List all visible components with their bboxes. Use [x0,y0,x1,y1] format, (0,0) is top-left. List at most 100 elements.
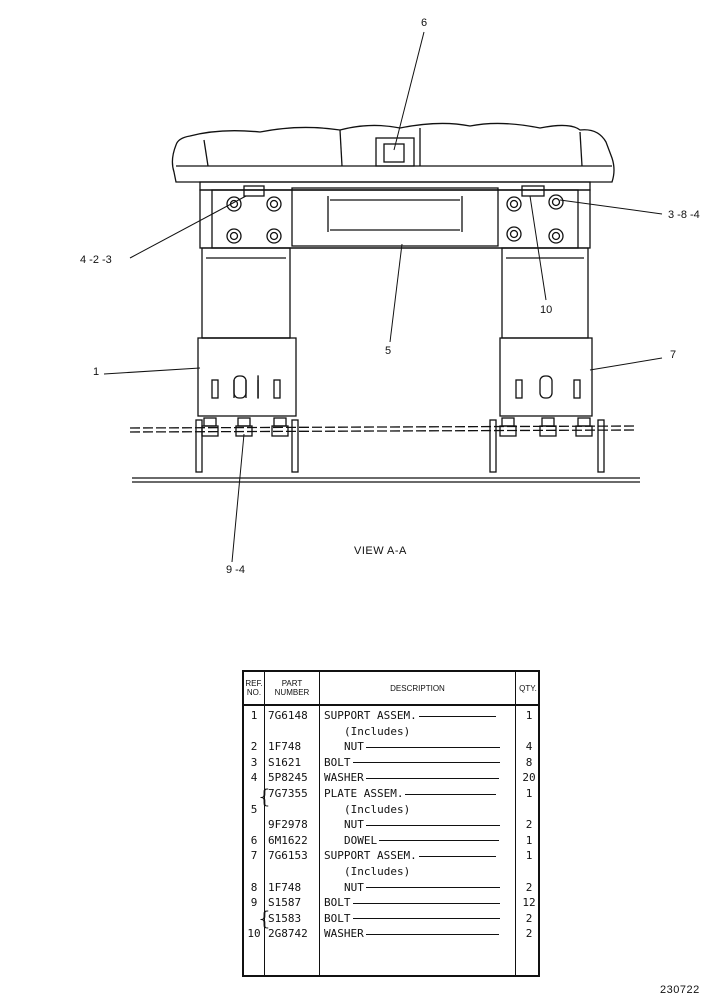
leader-lines [103,31,663,563]
callout-5: 5 [385,345,392,357]
part-number-cell: 1F748 [268,740,302,754]
ref-cell: 3 [250,755,258,769]
right-support-lower [499,337,593,417]
table-row: 3 S1621 BOLT 8 [244,755,538,770]
description-cell: BOLT [324,911,514,926]
description-cell: DOWEL [344,833,534,848]
part-number-cell: S1587 [268,896,302,910]
part-number-cell: S1621 [268,755,302,769]
table-row: 4 5P8245 WASHER 20 [244,770,538,785]
ref-cell: 5 [250,802,258,816]
qty-cell: 20 [522,771,536,785]
ref-cell: 6 [250,833,258,847]
drawing-number: 230722 [660,984,700,996]
ref-cell: 2 [250,740,258,754]
left-support-upper [201,247,291,339]
base-bolts-right [489,417,605,473]
description-cell: SUPPORT ASSEM. [324,708,514,723]
description-cell: (Includes) [344,724,411,738]
ref-cell: 4 [250,771,258,785]
description-cell: (Includes) [344,865,411,878]
leader-dash [365,777,499,779]
callout-7: 7 [670,349,677,361]
table-row: 7 7G6153 SUPPORT ASSEM. 1 [244,848,538,863]
seat-top-outline [171,122,615,183]
leader-dash [418,715,496,717]
description-cell: BOLT [324,755,514,770]
description-cell: NUT [344,739,534,754]
table-row: (Includes) [244,864,538,879]
qty-cell: 2 [525,880,533,894]
leader-dash [365,933,499,935]
callout-9-4: 9 -4 [226,564,245,576]
description-cell: SUPPORT ASSEM. [324,848,514,863]
qty-cell: 2 [525,818,533,832]
header-description: DESCRIPTION [390,683,445,693]
view-a-a-drawing [103,31,663,563]
qty-cell: 2 [525,911,533,925]
header-qty: QTY. [519,683,537,693]
ref-cell: 8 [250,880,258,894]
callout-4-2-3: 4 -2 -3 [80,254,112,266]
table-row: (Includes) [244,724,538,739]
part-number-cell: 7G6148 [268,709,308,722]
header-ref-no: REF. NO. [245,679,263,697]
description-cell: PLATE ASSEM. [324,786,514,801]
callout-3-8-4: 3 -8 -4 [668,209,700,221]
part-number-cell: 7G7355 [268,787,308,800]
callout-1: 1 [93,366,100,378]
leader-dash [365,824,500,826]
description-cell: NUT [344,817,534,832]
part-number-cell: 2G8742 [268,927,308,941]
qty-cell: 2 [525,927,533,941]
table-row: 5 (Includes) [244,802,538,817]
parts-table: REF. NO. PART NUMBER DESCRIPTION QTY. { … [242,670,540,977]
table-row: S1583 BOLT 2 [244,911,538,926]
plate-assembly [291,187,499,247]
qty-cell: 1 [525,849,533,863]
left-support-lower [197,337,297,417]
header-part-number: PART NUMBER [274,679,310,697]
leader-dash [365,746,500,748]
leader-dash [418,855,496,857]
ref-cell: 1 [250,709,258,722]
part-number-cell: 7G6153 [268,849,308,863]
ref-cell: 7 [250,849,258,863]
table-row: 9 S1587 BOLT 12 [244,895,538,910]
qty-cell: 12 [522,896,536,910]
qty-cell: 1 [525,787,533,800]
description-cell: NUT [344,880,534,895]
callout-6: 6 [421,17,428,29]
leader-dash [352,902,500,904]
part-number-cell: 5P8245 [268,771,308,785]
callout-10: 10 [540,304,553,316]
brace-5: { [258,784,271,808]
base-bolts-left [195,417,299,473]
qty-cell: 1 [525,833,533,847]
part-number-cell: 1F748 [268,880,302,894]
ref-cell: 10 [247,927,261,941]
description-cell: (Includes) [344,802,411,816]
dowel-block [375,137,415,167]
brace-10: { [258,906,271,930]
part-number-cell: S1583 [268,911,302,925]
table-row: 7G7355 PLATE ASSEM. 1 [244,786,538,801]
description-cell: WASHER [324,770,514,785]
leader-dash [379,840,500,842]
leader-dash [405,793,497,795]
description-cell: BOLT [324,895,514,910]
view-label: VIEW A-A [354,545,407,557]
leader-dash [365,887,500,889]
part-number-cell: 9F2978 [268,818,308,832]
description-cell: WASHER [324,926,514,941]
ref-cell: 9 [250,896,258,910]
qty-cell: 8 [525,755,533,769]
leader-dash [352,918,500,920]
qty-cell: 4 [525,740,533,754]
table-row: 10 2G8742 WASHER 2 [244,926,538,941]
